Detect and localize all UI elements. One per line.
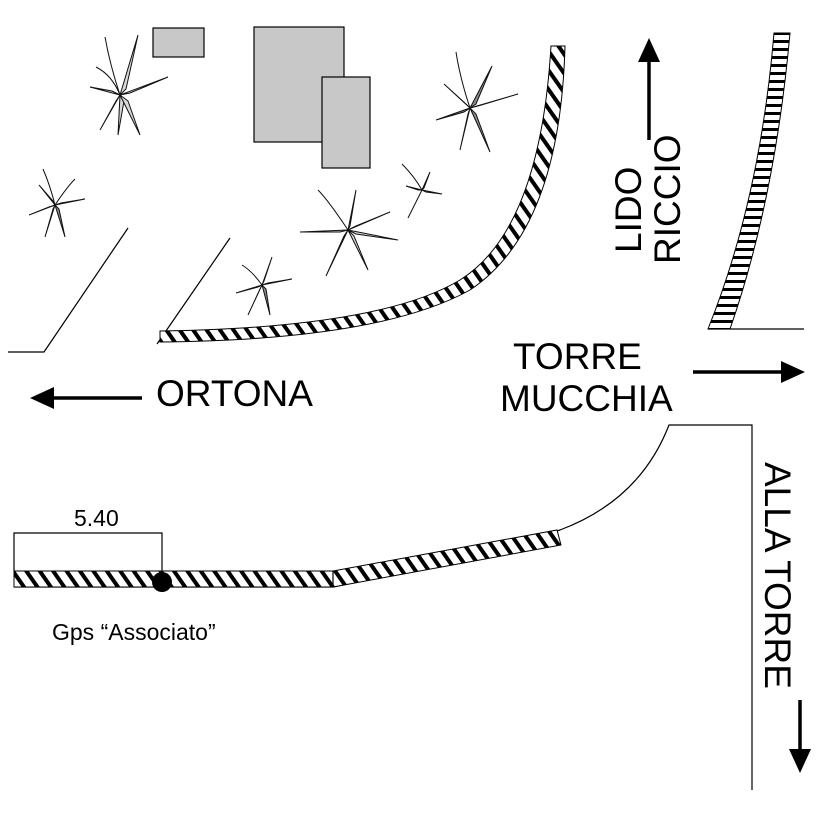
road-edge-south-curve: [332, 424, 753, 790]
label-torre: TORRE: [513, 336, 642, 377]
plant-dark-3: [235, 256, 293, 316]
plant-light-3: [401, 163, 443, 219]
plant-light-2: [299, 189, 399, 277]
direction-arrows: [30, 38, 811, 773]
label-lido: LIDO: [608, 167, 649, 253]
distance-dimension: [13, 532, 163, 578]
road-edge-left-2: [156, 237, 231, 345]
label-riccio: RICCIO: [647, 135, 688, 265]
plant-light-1: [89, 34, 169, 136]
arrow-down-icon: [789, 700, 811, 773]
plant-dark-2: [435, 51, 519, 153]
label-alla-torre: ALLA TORRE: [757, 462, 798, 689]
building-annex: [321, 76, 371, 169]
hatched-band-right: [707, 32, 791, 330]
label-mucchia: MUCCHIA: [500, 378, 673, 419]
arrow-left-icon: [30, 387, 142, 409]
gps-point-icon: [152, 572, 172, 592]
hatched-curve-upper: [159, 45, 566, 343]
buildings: [152, 26, 371, 169]
dimension-line: [13, 532, 163, 578]
building-small: [152, 27, 205, 58]
hatched-walls: [13, 32, 791, 588]
plant-dark-1: [28, 168, 86, 238]
road-edge-left-1: [8, 227, 129, 353]
arrow-up-icon: [638, 38, 660, 140]
label-ortona: ORTONA: [156, 373, 313, 414]
label-distance: 5.40: [74, 505, 119, 531]
label-gps: Gps “Associato”: [52, 619, 216, 645]
hatched-band-lower: [13, 529, 562, 588]
arrow-right-icon: [693, 361, 805, 383]
vegetation: [28, 34, 519, 316]
